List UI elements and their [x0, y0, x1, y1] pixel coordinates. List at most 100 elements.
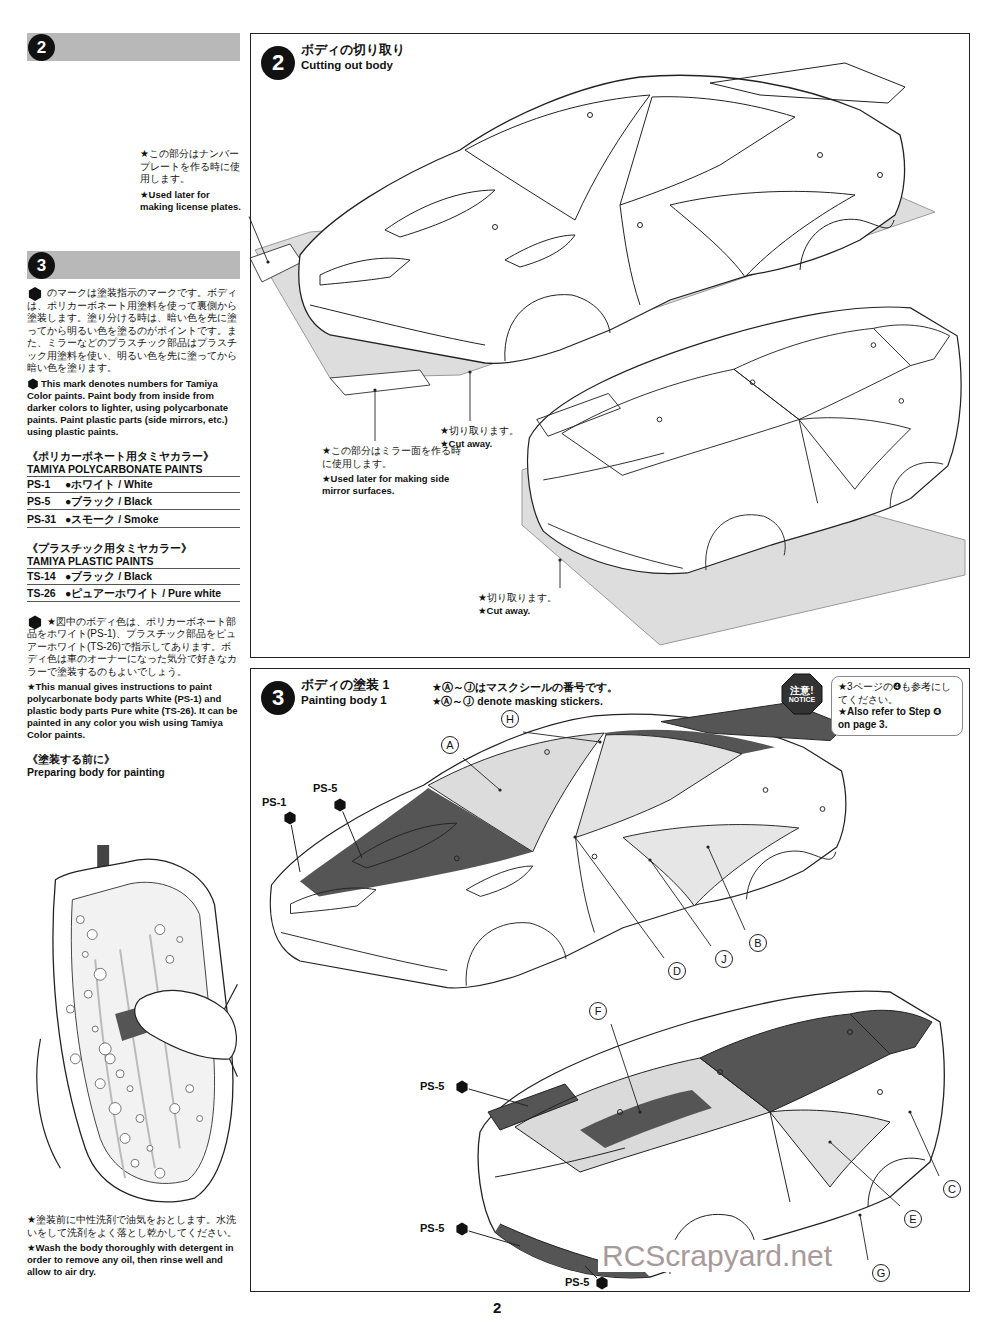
section-heading: 《ポリカーボネート用タミヤカラー》 [27, 450, 240, 463]
leader-line [650, 860, 711, 946]
cutting-illustration [528, 307, 962, 574]
painting-illustration [270, 703, 846, 988]
node-text: ★3ページの❹も参考にしてください。 [838, 681, 956, 706]
washing-illustration [66, 1005, 74, 1013]
mask-letter: F [589, 1002, 607, 1020]
paint-code: PS-5 [313, 782, 337, 795]
paint-color: ●スモーク / Smoke [65, 512, 240, 528]
mask-letter: H [501, 710, 519, 728]
instruction-text: ★切り取ります。 [478, 592, 588, 605]
leader-dot [373, 388, 376, 391]
notice-box: ★3ページの❹も参考にしてください。★Also refer to Step ❹ … [831, 676, 963, 736]
paint-color: ●ピュアーホワイト / Pure white [65, 586, 240, 602]
washing-illustration [70, 1054, 80, 1064]
paint-mark [28, 379, 38, 390]
text-column: ★切り取ります。★Cut away. [478, 592, 588, 617]
cutting-illustration [537, 325, 950, 570]
instruction-text: ★Wash the body thoroughly with detergent… [27, 1242, 240, 1278]
washing-illustration [120, 1133, 130, 1143]
painting-illustration [270, 714, 846, 988]
leader-dot [498, 788, 501, 791]
paint-code: PS-1 [27, 476, 65, 493]
notice-octagon [782, 674, 822, 714]
text-column: ★Ⓐ～Ⓙはマスクシールの番号です。★Ⓐ～Ⓙ denote masking sti… [432, 680, 647, 708]
painting-illustration [623, 825, 799, 906]
text-column: ★塗装前に中性洗剤で油気をおとします。水洗いをして洗剤をよく落とし乾かしてくださ… [27, 1214, 240, 1278]
washing-illustration [177, 936, 183, 942]
paint-mark [29, 616, 41, 630]
leader-dot [558, 558, 561, 561]
leader-line [560, 560, 561, 588]
washing-illustration [84, 990, 92, 998]
leader-dot [858, 1213, 861, 1216]
step-number: 3 [261, 681, 295, 715]
cutting-illustration [250, 63, 965, 645]
node-text: H [506, 714, 514, 725]
leader-line [910, 1112, 939, 1176]
instruction-text: This mark denotes numbers for Tamiya Col… [27, 378, 240, 438]
washing-illustration [82, 951, 88, 957]
mask-letter: D [668, 962, 686, 980]
instruction-text: ★This manual gives instructions to paint… [27, 681, 240, 741]
paint-code: PS-1 [262, 796, 286, 809]
node-text: C [948, 1184, 956, 1195]
leader-line [611, 1024, 640, 1112]
washing-illustration [95, 1079, 105, 1089]
section-heading: Preparing body for painting [27, 766, 240, 779]
step-number: 2 [261, 46, 295, 80]
instruction-text: ★Ⓐ～Ⓙ denote masking stickers. [432, 694, 647, 708]
section-heading: 《塗装する前に》 [27, 753, 240, 766]
step-number: 2 [28, 34, 55, 61]
mask-letter: J [715, 950, 733, 968]
cutting-illustration [250, 244, 302, 282]
washing-illustration [127, 1086, 133, 1092]
washing-illustration [197, 1116, 203, 1122]
washing-illustration [105, 1054, 115, 1064]
step-panel: ボディの切り取りCutting out body2 [250, 33, 970, 658]
paint-mark [284, 812, 295, 825]
node-text: Painting body 1 [301, 694, 387, 706]
page-number: 2 [493, 1299, 501, 1316]
node-text: B [754, 938, 761, 949]
node-text: 2 [37, 38, 46, 58]
washing-illustration [37, 984, 238, 1168]
leader-line [375, 390, 376, 441]
node-text: F [595, 1006, 602, 1017]
instruction-text: ★Used later for making license plates. [140, 189, 245, 213]
paint-code: PS-5 [420, 1080, 444, 1093]
painting-illustration [478, 991, 944, 1278]
node-text: 3 [37, 256, 46, 276]
leader-dot [638, 1110, 641, 1113]
notice-badge: 注意!NOTICE [781, 673, 823, 715]
paint-color: ●ホワイト / White [65, 476, 240, 493]
washing-illustration [95, 935, 180, 1179]
washing-illustration [76, 916, 84, 924]
paint-code: TS-14 [27, 568, 65, 585]
mask-letter: C [943, 1180, 961, 1198]
paint-color: ●ブラック / Black [65, 568, 240, 585]
node-text: ボディの切り取り [301, 42, 405, 59]
washing-illustration [116, 1070, 124, 1078]
node-text: 2 [272, 50, 284, 76]
instruction-text: のマークは塗装指示のマークです。ボディは、ポリカーボネート用塗料を使って裏側から… [27, 287, 240, 375]
text-column: のマークは塗装指示のマークです。ボディは、ポリカーボネート用塗料を使って裏側から… [27, 287, 240, 779]
section-heading: TAMIYA PLASTIC PAINTS [27, 555, 240, 568]
instruction-text: ★Cut away. [440, 438, 550, 450]
leader-line [470, 372, 471, 421]
washing-illustration [87, 930, 97, 940]
painting-illustration [576, 735, 742, 838]
leader-line [469, 1089, 528, 1106]
leader-line [343, 811, 362, 858]
washing-illustration [92, 1026, 98, 1032]
node-text: G [877, 1268, 886, 1279]
painting-illustration [478, 991, 944, 1278]
leader-line [523, 732, 600, 742]
painting-illustration [281, 703, 846, 986]
paint-code: PS-5 [27, 494, 65, 510]
mask-letter: A [441, 736, 459, 754]
leader-line [249, 217, 268, 263]
painting-illustration [270, 703, 944, 1278]
washing-illustration [66, 916, 202, 1179]
painting-illustration [580, 1090, 712, 1148]
text-column: ★切り取ります。★Cut away. [440, 425, 550, 450]
